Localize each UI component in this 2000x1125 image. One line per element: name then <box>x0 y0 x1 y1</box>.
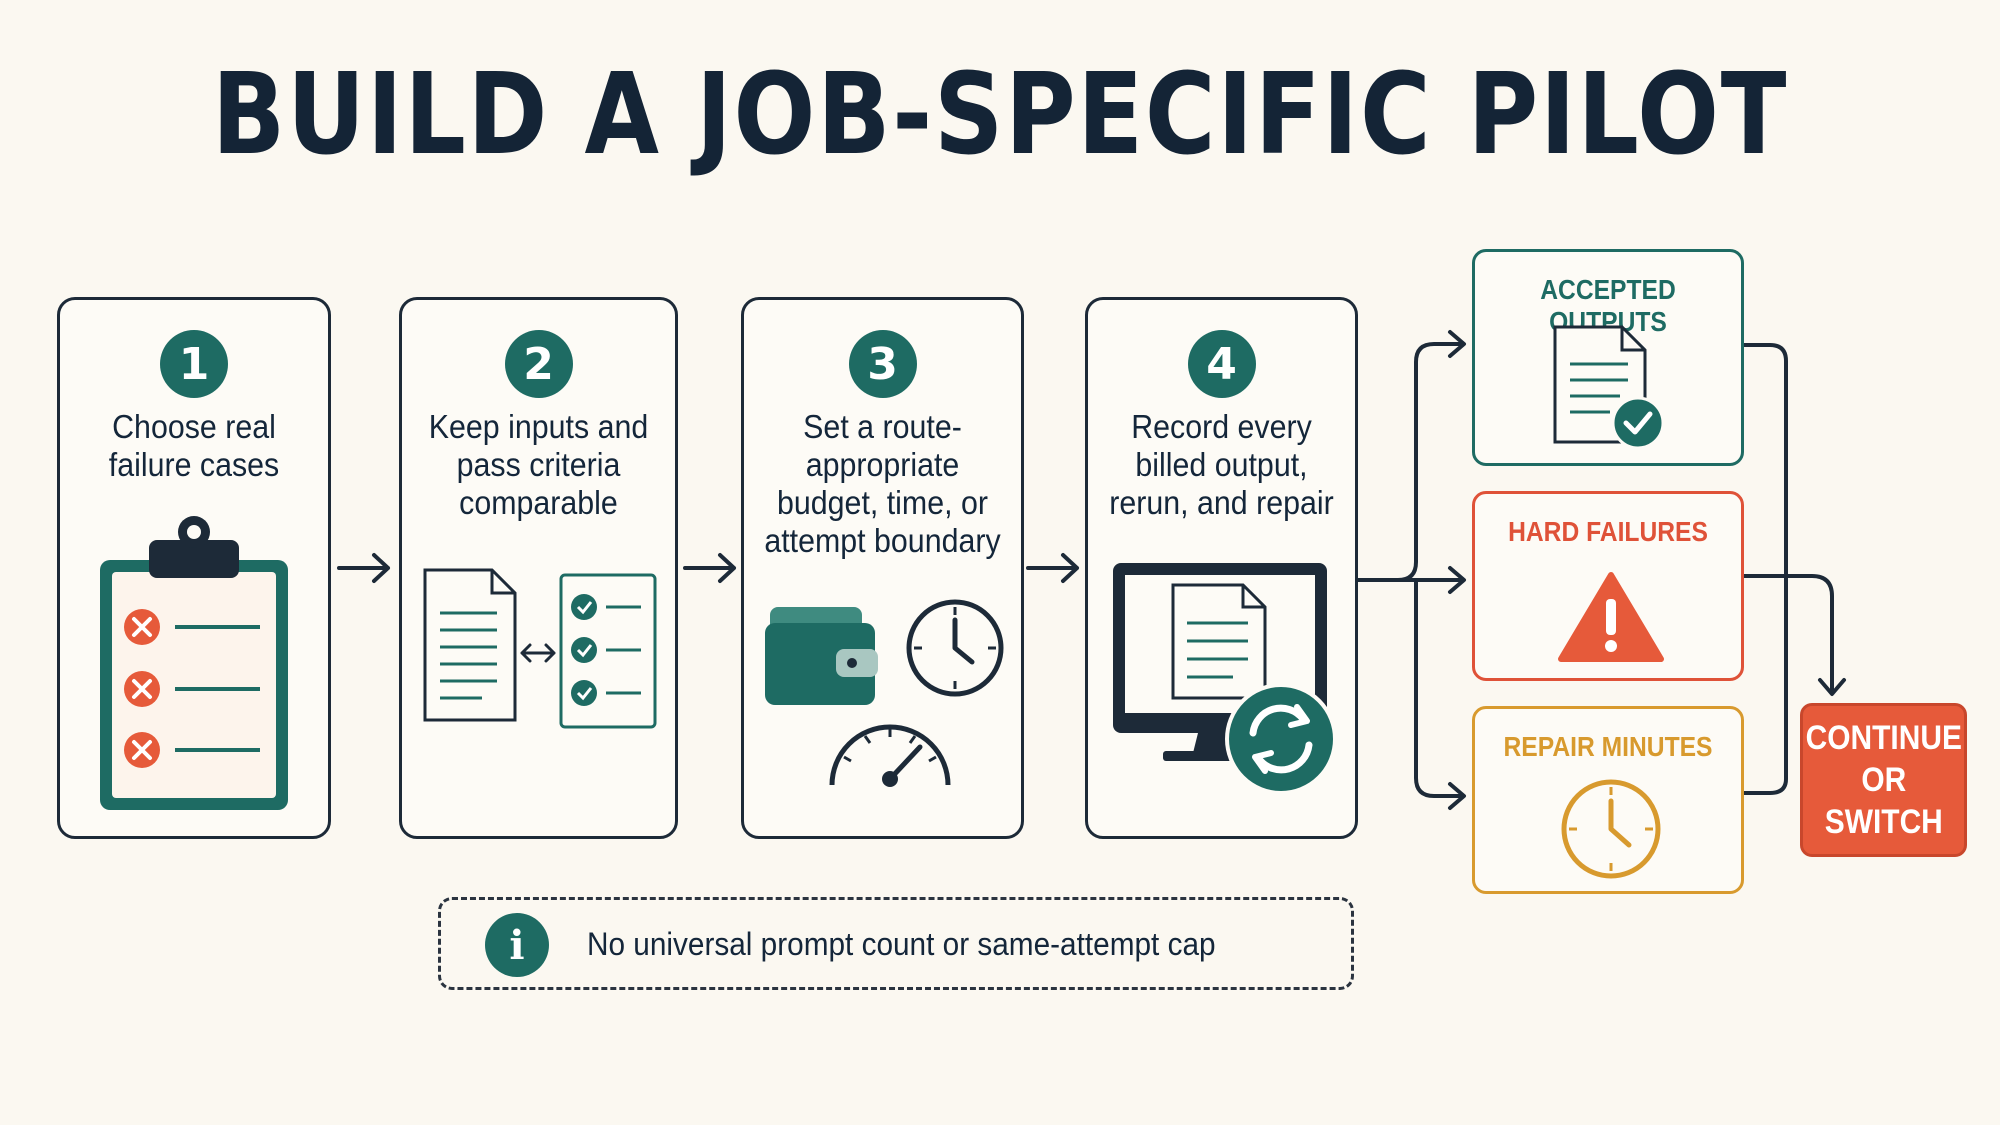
merge-connector <box>1744 343 1846 795</box>
info-note: i No universal prompt count or same-atte… <box>438 897 1354 990</box>
step-3-number: 3 <box>848 330 917 398</box>
step-3-card: 3 Set a route-appropriate budget, time, … <box>741 297 1024 839</box>
step-3-text: Set a route-appropriate budget, time, or… <box>764 408 1001 559</box>
outcome-repair-minutes: REPAIR MINUTES <box>1472 706 1744 894</box>
wallet-clock-gauge-icon <box>765 599 1004 787</box>
warning-icon <box>1558 572 1664 662</box>
document-compare-checklist-icon <box>423 568 657 729</box>
step-4-text: Record every billed output, rerun, and r… <box>1109 408 1334 521</box>
diagram-title: BUILD A JOB-SPECIFIC PILOT <box>211 50 1789 180</box>
step-1-text: Choose real failure cases <box>108 408 280 483</box>
outcome-hard-failures: HARD FAILURES <box>1472 491 1744 681</box>
step-1-card: 1 Choose real failure cases <box>57 297 331 839</box>
outcome-accepted-outputs: ACCEPTED OUTPUTS <box>1472 249 1744 466</box>
info-icon: i <box>485 913 549 977</box>
step-2-text: Keep inputs and pass criteria comparable <box>428 408 649 521</box>
step-4-card: 4 Record every billed output, rerun, and… <box>1085 297 1358 839</box>
monitor-refresh-icon <box>1113 563 1337 795</box>
step-2-card: 2 Keep inputs and pass criteria comparab… <box>399 297 678 839</box>
decision-continue-or-switch: CONTINUE OR SWITCH <box>1800 703 1967 857</box>
arrow-right-icon <box>1026 553 1079 583</box>
outcome-hard-failures-label: HARD FAILURES <box>1508 516 1708 547</box>
outcome-repair-minutes-label: REPAIR MINUTES <box>1503 731 1713 762</box>
clock-icon <box>1561 779 1661 879</box>
branch-connector <box>1358 330 1466 810</box>
info-note-text: No universal prompt count or same-attemp… <box>587 926 1216 962</box>
step-4-number: 4 <box>1187 330 1256 398</box>
decision-label: CONTINUE OR SWITCH <box>1805 719 1962 841</box>
clipboard-failures-icon <box>100 516 288 810</box>
document-check-icon <box>1553 325 1665 450</box>
step-1-number: 1 <box>160 330 228 398</box>
step-2-number: 2 <box>504 330 573 398</box>
arrow-right-icon <box>337 553 390 583</box>
arrow-right-icon <box>683 553 736 583</box>
